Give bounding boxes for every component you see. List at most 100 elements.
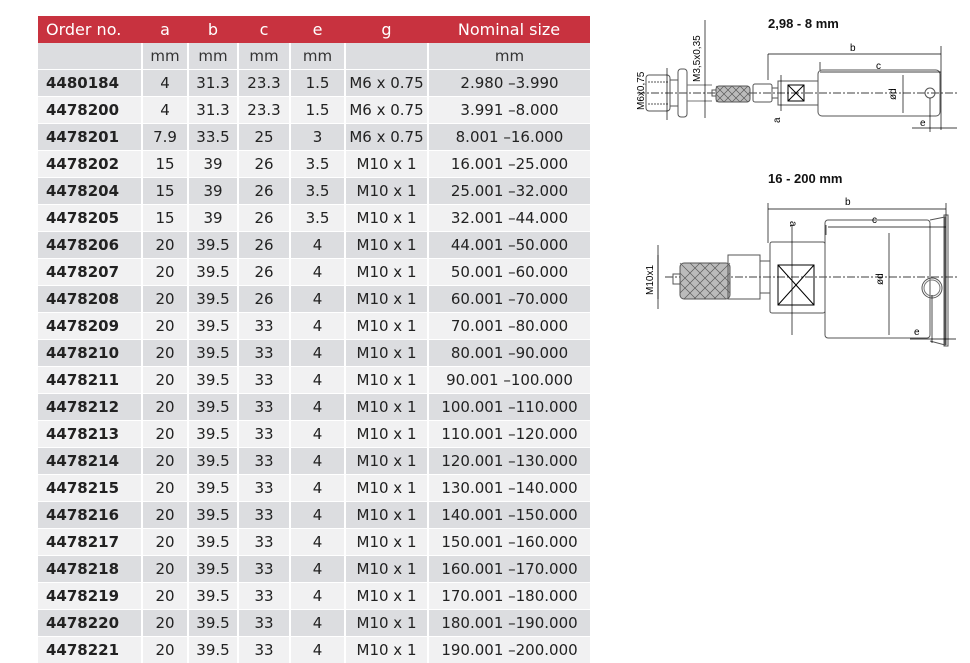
- value-cell: 20: [142, 637, 188, 663]
- value-cell: 4: [290, 232, 345, 259]
- value-cell: 130.001 –140.000: [428, 475, 590, 502]
- value-cell: 4: [290, 637, 345, 663]
- order-number-cell: 4478206: [38, 232, 142, 259]
- value-cell: M6 x 0.75: [345, 97, 428, 124]
- value-cell: 20: [142, 367, 188, 394]
- value-cell: 20: [142, 610, 188, 637]
- value-cell: 4: [290, 340, 345, 367]
- value-cell: 39.5: [188, 610, 238, 637]
- value-cell: 160.001 –170.000: [428, 556, 590, 583]
- value-cell: 15: [142, 205, 188, 232]
- value-cell: 20: [142, 394, 188, 421]
- column-header: e: [290, 16, 345, 43]
- value-cell: 4: [290, 394, 345, 421]
- value-cell: 70.001 –80.000: [428, 313, 590, 340]
- value-cell: M10 x 1: [345, 286, 428, 313]
- value-cell: 33: [238, 637, 290, 663]
- value-cell: 26: [238, 205, 290, 232]
- value-cell: M6 x 0.75: [345, 70, 428, 97]
- value-cell: M10 x 1: [345, 232, 428, 259]
- value-cell: 4: [290, 367, 345, 394]
- value-cell: 4: [290, 421, 345, 448]
- value-cell: 39.5: [188, 394, 238, 421]
- unit-cell: [345, 43, 428, 70]
- label-a: a: [772, 117, 783, 123]
- value-cell: 31.3: [188, 70, 238, 97]
- value-cell: 20: [142, 502, 188, 529]
- value-cell: 3.5: [290, 178, 345, 205]
- column-header: Nominal size: [428, 16, 590, 43]
- value-cell: 33: [238, 421, 290, 448]
- value-cell: M10 x 1: [345, 178, 428, 205]
- value-cell: M10 x 1: [345, 448, 428, 475]
- order-number-cell: 4478221: [38, 637, 142, 663]
- order-number-cell: 4478213: [38, 421, 142, 448]
- value-cell: 20: [142, 421, 188, 448]
- unit-cell: mm: [428, 43, 590, 70]
- value-cell: 33: [238, 367, 290, 394]
- value-cell: 23.3: [238, 97, 290, 124]
- label-d: ød: [888, 88, 899, 100]
- value-cell: M10 x 1: [345, 610, 428, 637]
- value-cell: 3.991 –8.000: [428, 97, 590, 124]
- value-cell: 4: [142, 97, 188, 124]
- value-cell: 4: [290, 448, 345, 475]
- order-number-cell: 4478220: [38, 610, 142, 637]
- value-cell: 33: [238, 340, 290, 367]
- value-cell: 39.5: [188, 313, 238, 340]
- order-number-cell: 4478200: [38, 97, 142, 124]
- value-cell: M10 x 1: [345, 205, 428, 232]
- value-cell: 39.5: [188, 232, 238, 259]
- label-b: b: [850, 43, 856, 54]
- value-cell: 4: [290, 259, 345, 286]
- order-number-cell: 4478211: [38, 367, 142, 394]
- value-cell: 110.001 –120.000: [428, 421, 590, 448]
- value-cell: 23.3: [238, 70, 290, 97]
- value-cell: 3.5: [290, 151, 345, 178]
- value-cell: 3: [290, 124, 345, 151]
- value-cell: M10 x 1: [345, 502, 428, 529]
- value-cell: 20: [142, 448, 188, 475]
- column-header: g: [345, 16, 428, 43]
- value-cell: 39.5: [188, 637, 238, 663]
- value-cell: 60.001 –70.000: [428, 286, 590, 313]
- label-pin-thread: M3,5x0,35: [692, 35, 703, 82]
- value-cell: 4: [142, 70, 188, 97]
- order-number-cell: 4478209: [38, 313, 142, 340]
- value-cell: 20: [142, 529, 188, 556]
- value-cell: 4: [290, 313, 345, 340]
- value-cell: M10 x 1: [345, 367, 428, 394]
- value-cell: M10 x 1: [345, 475, 428, 502]
- value-cell: 33: [238, 394, 290, 421]
- order-number-cell: 4478202: [38, 151, 142, 178]
- label-e: e: [920, 118, 926, 129]
- value-cell: M10 x 1: [345, 529, 428, 556]
- value-cell: M10 x 1: [345, 394, 428, 421]
- value-cell: 15: [142, 178, 188, 205]
- order-number-cell: 4478216: [38, 502, 142, 529]
- order-number-cell: 4478212: [38, 394, 142, 421]
- value-cell: 8.001 –16.000: [428, 124, 590, 151]
- value-cell: 25: [238, 124, 290, 151]
- drawing-small: M6x0,75 M3,5x0,35 b c a ød e: [612, 20, 962, 140]
- unit-cell: [38, 43, 142, 70]
- value-cell: 26: [238, 286, 290, 313]
- value-cell: 80.001 –90.000: [428, 340, 590, 367]
- value-cell: 4: [290, 529, 345, 556]
- column-header: a: [142, 16, 188, 43]
- value-cell: 39.5: [188, 259, 238, 286]
- label-b: b: [845, 197, 851, 208]
